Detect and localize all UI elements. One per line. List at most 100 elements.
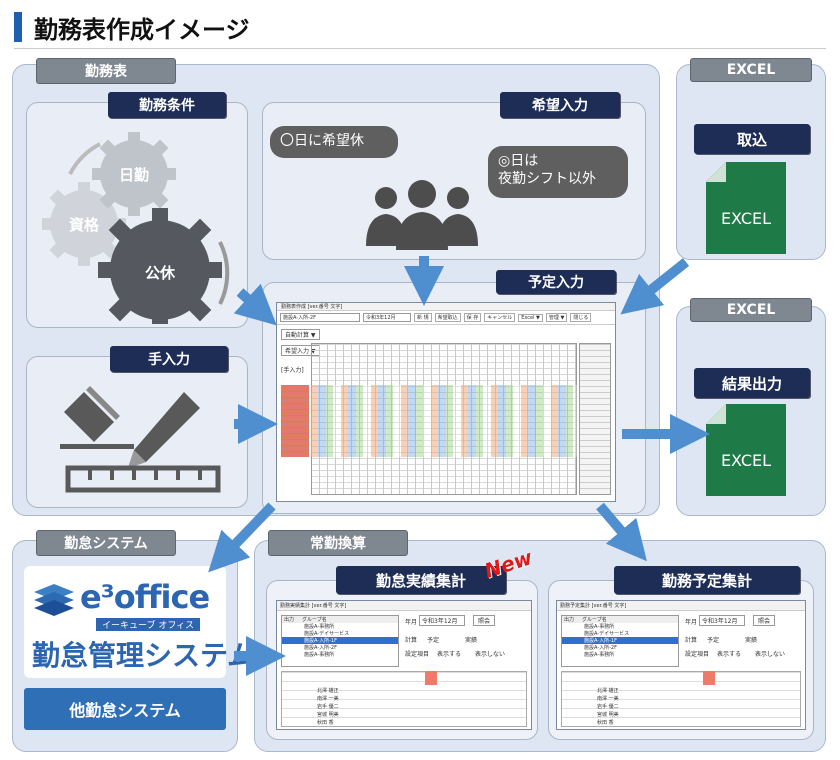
gears-illustration: 日勤 資格 公休 — [42, 132, 230, 324]
planned-name-0: 北澤 雄正 — [597, 688, 619, 694]
gear-day-label: 日勤 — [119, 166, 149, 184]
title-divider — [14, 48, 826, 49]
planned-name-1: 南澤 一美 — [597, 696, 619, 702]
actual-group-2[interactable]: 施設A-入所-1F — [282, 637, 398, 644]
actual-col-out: 出力 — [284, 617, 295, 623]
planned-window-title: 勤務予定集計 [ver.番号 文字] — [557, 601, 805, 611]
schedule-toolbar: 施設A-入所-2F 令和3年12月 新 規 希望取込 保 存 キャンセル Exc… — [277, 311, 615, 325]
actual-name-0: 北澤 雄正 — [317, 688, 339, 694]
wish-input-tab: 希望入力 — [500, 92, 620, 118]
actual-ym-label: 年月 — [405, 619, 418, 626]
actual-hide[interactable]: 表示しない — [475, 651, 506, 658]
schedule-input-tab: 予定入力 — [496, 270, 616, 294]
gear-medium-icon — [92, 132, 176, 216]
other-attendance-system: 他勤怠システム — [24, 688, 226, 730]
actual-name-3: 宮城 明美 — [317, 712, 339, 718]
planned-summary-tab: 勤務予定集計 — [614, 566, 800, 594]
schedule-row-labels — [281, 385, 309, 457]
planned-summary-table — [561, 671, 801, 727]
planned-group-header: 出力 グループ名 — [562, 616, 678, 623]
schedule-grid-colored — [311, 385, 577, 457]
actual-group-header: 出力 グループ名 — [282, 616, 398, 623]
toolbar-cancel[interactable]: キャンセル — [484, 313, 516, 322]
excel-import-panel-tab: EXCEL — [690, 58, 812, 82]
arrow-excel-import-to-schedule — [620, 258, 690, 315]
gear-large-icon — [98, 208, 222, 324]
excel-import-icon: EXCEL — [706, 162, 786, 254]
actual-group-4[interactable]: 施設A-事務所 — [304, 652, 335, 658]
planned-group-0[interactable]: 施設A-事務所 — [584, 624, 615, 630]
planned-ym-label: 年月 — [685, 619, 698, 626]
actual-calc-plan[interactable]: 予定 — [427, 637, 440, 644]
eoffice-kana: イーキューブ オフィス — [96, 618, 201, 631]
arrow-schedule-to-attendance — [208, 502, 276, 573]
toolbar-wish-import[interactable]: 希望取込 — [434, 313, 461, 322]
actual-setting-label: 設定項目 — [405, 651, 430, 658]
planned-calc-label: 計算 — [685, 637, 698, 644]
auto-calc-button[interactable]: 自動計算 ▼ — [281, 329, 320, 340]
output-tab: 結果出力 — [694, 368, 810, 398]
planned-summary-window: 勤務予定集計 [ver.番号 文字] 出力 グループ名 施設A-事務所 施設A-… — [556, 600, 806, 730]
eraser-pencil-ruler-icon — [60, 386, 221, 493]
eoffice-logo-icon — [34, 584, 74, 616]
manual-input-panel — [26, 356, 248, 508]
planned-name-4: 秋田 香 — [597, 720, 614, 726]
actual-col-group: グループ名 — [302, 617, 327, 623]
eoffice-product-name: 勤怠管理システム — [32, 639, 256, 672]
gear-qualification-label: 資格 — [69, 216, 100, 234]
planned-calc-actual[interactable]: 実績 — [745, 637, 758, 644]
actual-summary-table — [281, 671, 527, 727]
excel-import-label: EXCEL — [721, 209, 771, 228]
planned-show[interactable]: 表示する — [717, 651, 742, 658]
actual-summary-window: 勤務実績集計 [ver.番号 文字] 出力 グループ名 施設A-事務所 施設A-… — [276, 600, 532, 730]
planned-col-group: グループ名 — [582, 617, 607, 623]
actual-ok-button[interactable]: 照会 — [473, 615, 496, 626]
planned-ok-button[interactable]: 照会 — [753, 615, 776, 626]
unit-select[interactable]: 施設A-入所-2F — [280, 313, 360, 322]
schedule-summary-col — [579, 343, 611, 495]
actual-ym-select[interactable]: 令和3年12月 — [419, 615, 465, 626]
excel-output-icon: EXCEL — [706, 404, 786, 496]
planned-group-2[interactable]: 施設A-入所-1F — [562, 637, 678, 644]
actual-show[interactable]: 表示する — [437, 651, 462, 658]
actual-group-1[interactable]: 施設A-デイサービス — [304, 631, 350, 637]
planned-name-3: 宮城 明美 — [597, 712, 619, 718]
toolbar-excel[interactable]: Excel ▼ — [518, 313, 543, 322]
arrow-conditions-to-schedule — [233, 283, 277, 326]
actual-name-4: 秋田 香 — [317, 720, 334, 726]
actual-group-3[interactable]: 施設A-入所-2F — [304, 645, 337, 651]
toolbar-new[interactable]: 新 規 — [414, 313, 432, 322]
planned-col-out: 出力 — [564, 617, 575, 623]
planned-name-2: 岩手 優二 — [597, 704, 619, 710]
planned-group-3[interactable]: 施設A-入所-2F — [584, 645, 617, 651]
schedule-app-window: 勤務表作成 [ver.番号 文字] 施設A-入所-2F 令和3年12月 新 規 … — [276, 302, 616, 502]
toolbar-save[interactable]: 保 存 — [463, 313, 482, 322]
planned-group-1[interactable]: 施設A-デイサービス — [584, 631, 630, 637]
actual-name-2: 岩手 優二 — [317, 704, 339, 710]
planned-summary-holiday-col — [703, 671, 715, 685]
fulltime-conversion-tab: 常勤換算 — [268, 530, 408, 556]
wish-bubble-right-line2: 夜勤シフト以外 — [498, 171, 596, 187]
planned-ym-select[interactable]: 令和3年12月 — [699, 615, 745, 626]
actual-group-0[interactable]: 施設A-事務所 — [304, 624, 335, 630]
page-title: 勤務表作成イメージ — [34, 16, 250, 44]
excel-output-panel-tab: EXCEL — [690, 298, 812, 322]
planned-group-4[interactable]: 施設A-事務所 — [584, 652, 615, 658]
excel-output-label: EXCEL — [721, 451, 771, 470]
planned-setting-label: 設定項目 — [685, 651, 710, 658]
conditions-tab: 勤務条件 — [108, 92, 226, 118]
toolbar-manage[interactable]: 管理 ▼ — [545, 313, 568, 322]
planned-calc-plan[interactable]: 予定 — [707, 637, 720, 644]
title-accent-bar — [14, 12, 22, 42]
toolbar-close[interactable]: 閉じる — [570, 313, 592, 322]
actual-calc-actual[interactable]: 実績 — [465, 637, 478, 644]
gear-holiday-label: 公休 — [145, 264, 176, 282]
actual-summary-holiday-col — [425, 671, 437, 685]
wish-bubble-left: 〇日に希望休 — [270, 126, 398, 158]
import-tab: 取込 — [694, 124, 810, 154]
people-icon — [366, 180, 478, 250]
month-select[interactable]: 令和3年12月 — [363, 313, 411, 322]
planned-hide[interactable]: 表示しない — [755, 651, 786, 658]
actual-name-1: 南澤 一美 — [317, 696, 339, 702]
